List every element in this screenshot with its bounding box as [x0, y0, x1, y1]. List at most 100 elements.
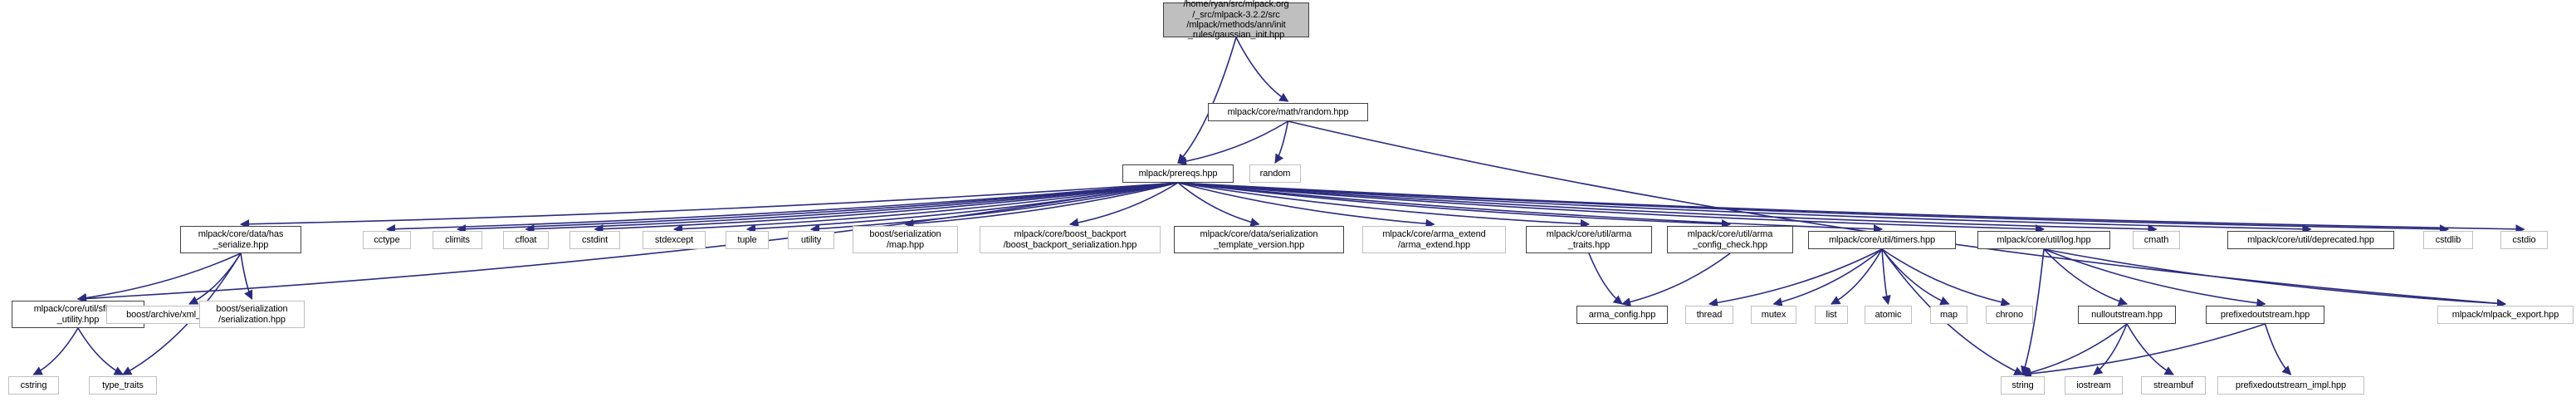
graph-node-streambuf[interactable]: streambuf: [2141, 376, 2206, 395]
graph-edge-root-to-prereqs: [1177, 37, 1237, 164]
graph-edge-prereqs-to-cctype: [385, 182, 1179, 234]
graph-node-label: boost/serialization /serialization.hpp: [216, 304, 288, 325]
graph-edge-prereqs-to-has_serialize: [239, 182, 1179, 229]
graph-node-arma_extend[interactable]: mlpack/core/arma_extend /arma_extend.hpp: [1362, 226, 1506, 253]
graph-node-cfloat[interactable]: cfloat: [503, 231, 549, 249]
graph-node-cstdio[interactable]: cstdio: [2500, 231, 2548, 249]
graph-node-label: nulloutstream.hpp: [2091, 309, 2163, 320]
graph-node-ser_template_ver[interactable]: mlpack/core/data/serialization _template…: [1174, 226, 1344, 253]
graph-edge-prereqs-to-arma_extend: [1177, 182, 1435, 228]
graph-node-type_traits[interactable]: type_traits: [89, 376, 157, 395]
graph-node-thread[interactable]: thread: [1685, 306, 1733, 324]
graph-node-string[interactable]: string: [2001, 376, 2045, 395]
graph-node-list[interactable]: list: [1815, 306, 1848, 324]
graph-node-ser_map[interactable]: boost/serialization /map.hpp: [853, 226, 958, 253]
graph-node-has_serialize[interactable]: mlpack/core/data/has _serialize.hpp: [180, 226, 301, 253]
graph-node-label: mlpack/mlpack_export.hpp: [2451, 309, 2559, 320]
graph-node-iostream[interactable]: iostream: [2065, 376, 2123, 395]
graph-node-timers[interactable]: mlpack/core/util/timers.hpp: [1808, 231, 1956, 249]
graph-node-atomic[interactable]: atomic: [1865, 306, 1912, 324]
graph-node-arma_traits[interactable]: mlpack/core/util/arma _traits.hpp: [1526, 226, 1652, 253]
graph-edge-prereqs-to-arma_traits: [1177, 182, 1591, 229]
graph-node-label: mlpack/core/util/deprecated.hpp: [2247, 234, 2374, 245]
graph-node-chrono[interactable]: chrono: [1986, 306, 2033, 324]
graph-edge-prereqs-to-stdexcept: [672, 182, 1179, 234]
graph-node-prefixedoutstream[interactable]: prefixedoutstream.hpp: [2206, 306, 2324, 324]
graph-node-utility[interactable]: utility: [788, 231, 834, 249]
graph-edge-log_hpp-to-mlpack_export: [2043, 248, 2507, 308]
graph-edge-prereqs-to-climits: [456, 182, 1179, 234]
graph-edge-prefixedoutstream-to-string: [2021, 323, 2266, 379]
graph-edge-prereqs-to-cmath: [1177, 182, 2158, 234]
graph-edge-prefixedoutstream-to-prefixed_impl: [2264, 323, 2292, 375]
graph-node-random[interactable]: random: [1249, 164, 1301, 183]
graph-node-climits[interactable]: climits: [433, 231, 482, 249]
graph-edge-prereqs-to-arma_config_check: [1177, 182, 1732, 229]
graph-node-nulloutstream[interactable]: nulloutstream.hpp: [2078, 306, 2176, 324]
graph-edge-timers-to-atomic: [1881, 248, 1891, 306]
graph-node-label: random: [1259, 168, 1291, 179]
graph-edge-timers-to-mutex: [1772, 248, 1883, 306]
graph-node-label: mlpack/prereqs.hpp: [1138, 168, 1218, 179]
graph-node-label: /home/ryan/src/mlpack.org /_src/mlpack-3…: [1183, 0, 1289, 41]
graph-node-log_hpp[interactable]: mlpack/core/util/log.hpp: [1977, 231, 2110, 249]
graph-node-label: atomic: [1875, 309, 1902, 320]
graph-node-label: iostream: [2076, 380, 2111, 390]
graph-node-label: cctype: [374, 234, 400, 245]
graph-node-cstdint[interactable]: cstdint: [569, 231, 620, 249]
graph-edge-prereqs-to-log_hpp: [1177, 182, 2046, 234]
graph-edge-arma_traits-to-arma_config: [1588, 252, 1623, 305]
graph-node-cstring[interactable]: cstring: [8, 376, 59, 395]
graph-node-stdexcept[interactable]: stdexcept: [643, 231, 706, 249]
graph-edge-timers-to-map: [1881, 248, 1950, 306]
graph-edge-root-to-random_hpp: [1235, 37, 1289, 102]
graph-node-cmath[interactable]: cmath: [2133, 231, 2180, 249]
graph-node-prereqs[interactable]: mlpack/prereqs.hpp: [1122, 164, 1234, 183]
graph-edge-nulloutstream-to-iostream: [2093, 323, 2128, 375]
graph-edge-prereqs-to-boost_backport: [1068, 182, 1179, 228]
graph-node-label: cstdlib: [2435, 234, 2461, 245]
graph-node-label: streambuf: [2153, 380, 2193, 390]
graph-node-ser_serialization[interactable]: boost/serialization /serialization.hpp: [199, 301, 305, 328]
graph-edge-log_hpp-to-nulloutstream: [2043, 248, 2129, 306]
graph-edge-prereqs-to-cstdlib: [1177, 182, 2450, 234]
graph-node-deprecated[interactable]: mlpack/core/util/deprecated.hpp: [2227, 231, 2394, 249]
graph-node-label: prefixedoutstream_impl.hpp: [2235, 380, 2347, 390]
graph-edge-has_serialize-to-ser_serialization: [240, 252, 253, 301]
graph-node-cctype[interactable]: cctype: [363, 231, 411, 249]
graph-node-label: mlpack/core/util/arma _traits.hpp: [1546, 229, 1632, 250]
graph-node-label: chrono: [1995, 309, 2024, 320]
graph-node-prefixed_impl[interactable]: prefixedoutstream_impl.hpp: [2217, 376, 2364, 395]
graph-node-label: mlpack/core/boost_backport /boost_backpo…: [1003, 229, 1137, 250]
graph-edge-random_hpp-to-prereqs: [1176, 120, 1288, 166]
graph-edge-sfinae_utility-to-type_traits: [77, 327, 124, 375]
graph-edge-timers-to-thread: [1708, 248, 1883, 307]
graph-edge-nulloutstream-to-streambuf: [2126, 323, 2174, 375]
graph-node-label: cmath: [2143, 234, 2169, 245]
graph-edge-arma_config_check-to-arma_config: [1620, 252, 1731, 307]
graph-edge-prereqs-to-utility: [809, 182, 1179, 233]
graph-node-label: mlpack/core/data/serialization _template…: [1200, 229, 1318, 250]
graph-edge-prereqs-to-ser_map: [904, 182, 1179, 228]
graph-edge-log_hpp-to-prefixedoutstream: [2043, 248, 2266, 308]
graph-node-label: mlpack/core/util/arma _config_check.hpp: [1687, 229, 1773, 250]
graph-node-label: map: [1939, 309, 1958, 320]
graph-node-boost_backport[interactable]: mlpack/core/boost_backport /boost_backpo…: [980, 226, 1161, 253]
graph-node-root: /home/ryan/src/mlpack.org /_src/mlpack-3…: [1163, 0, 1309, 40]
graph-node-label: mlpack/core/util/timers.hpp: [1828, 234, 1936, 245]
graph-node-arma_config_check[interactable]: mlpack/core/util/arma _config_check.hpp: [1667, 226, 1793, 253]
graph-node-cstdlib[interactable]: cstdlib: [2423, 231, 2473, 249]
graph-node-tuple[interactable]: tuple: [726, 231, 769, 249]
graph-node-mlpack_export[interactable]: mlpack/mlpack_export.hpp: [2437, 306, 2574, 324]
graph-node-label: stdexcept: [654, 234, 694, 245]
graph-node-map[interactable]: map: [1930, 306, 1967, 324]
graph-node-label: thread: [1696, 309, 1723, 320]
graph-node-label: cstdio: [2512, 234, 2536, 245]
graph-node-random_hpp[interactable]: mlpack/core/math/random.hpp: [1208, 103, 1368, 121]
graph-edge-random_hpp-to-mlpack_export: [1288, 120, 2507, 308]
graph-node-arma_config[interactable]: arma_config.hpp: [1576, 306, 1668, 324]
graph-node-mutex[interactable]: mutex: [1751, 306, 1796, 324]
graph-node-label: mlpack/core/data/has _serialize.hpp: [198, 229, 284, 250]
graph-node-label: tuple: [737, 234, 757, 245]
